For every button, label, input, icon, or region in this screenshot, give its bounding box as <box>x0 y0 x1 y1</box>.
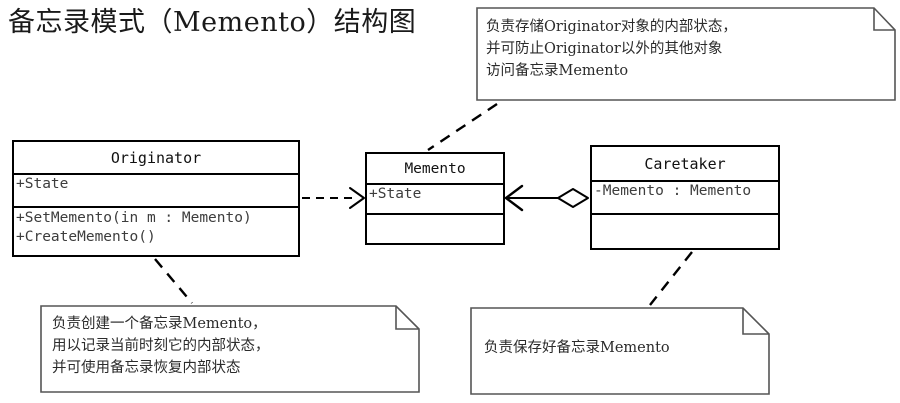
open-arrow-head-icon <box>349 187 365 209</box>
note-shape-icon <box>476 7 896 101</box>
note-text-originator: 负责创建一个备忘录Memento， 用以记录当前时刻它的内部状态， 并可使用备忘… <box>52 316 270 376</box>
operation-item: +CreateMemento() <box>16 229 156 245</box>
note-shape-icon <box>470 307 770 395</box>
note-body <box>476 7 896 101</box>
attribute-item: -Memento : Memento <box>594 183 752 199</box>
note-originator[interactable]: 负责创建一个备忘录Memento， 用以记录当前时刻它的内部状态， 并可使用备忘… <box>40 305 420 393</box>
attribute-item: +State <box>369 186 422 202</box>
class-attributes-originator: +State <box>14 173 298 206</box>
note-memento[interactable]: 负责存储Originator对象的内部状态， 并可防止Originator以外的… <box>476 7 896 101</box>
class-box-originator[interactable]: Originator +State +SetMemento(in m : Mem… <box>12 140 300 257</box>
note-shape-icon <box>40 305 420 393</box>
relation-caretaker-memento-aggregation <box>504 184 589 212</box>
class-operations-caretaker <box>592 213 778 248</box>
note-body <box>40 305 420 393</box>
note-text-memento: 负责存储Originator对象的内部状态， 并可防止Originator以外的… <box>486 19 737 79</box>
class-name-caretaker: Caretaker <box>644 154 726 173</box>
note-text-caretaker: 负责保存好备忘录Memento <box>484 340 670 356</box>
operation-item: +SetMemento(in m : Memento) <box>16 210 252 226</box>
class-name-originator: Originator <box>110 148 202 167</box>
note-leader-originator <box>154 258 193 304</box>
note-leader-memento <box>427 103 498 151</box>
class-operations-originator: +SetMemento(in m : Memento) +CreateMemen… <box>14 206 298 255</box>
class-name-memento: Memento <box>404 160 466 177</box>
hollow-diamond-icon <box>557 188 589 208</box>
note-fold-icon <box>395 306 419 330</box>
class-attributes-caretaker: -Memento : Memento <box>592 180 778 213</box>
class-operations-memento <box>367 213 503 243</box>
class-box-memento[interactable]: Memento +State <box>365 152 505 245</box>
attribute-item: +State <box>16 176 69 192</box>
open-arrow-head-icon <box>504 184 524 212</box>
page-title: 备忘录模式（Memento）结构图 <box>8 7 417 38</box>
note-caretaker[interactable]: 负责保存好备忘录Memento <box>470 307 770 395</box>
note-fold-icon <box>873 8 895 31</box>
note-fold-icon <box>742 308 769 335</box>
class-attributes-memento: +State <box>367 183 503 213</box>
relation-originator-memento-dependency <box>302 187 365 209</box>
note-body <box>470 307 770 395</box>
class-box-caretaker[interactable]: Caretaker -Memento : Memento <box>590 145 780 250</box>
note-leader-caretaker <box>649 251 693 306</box>
